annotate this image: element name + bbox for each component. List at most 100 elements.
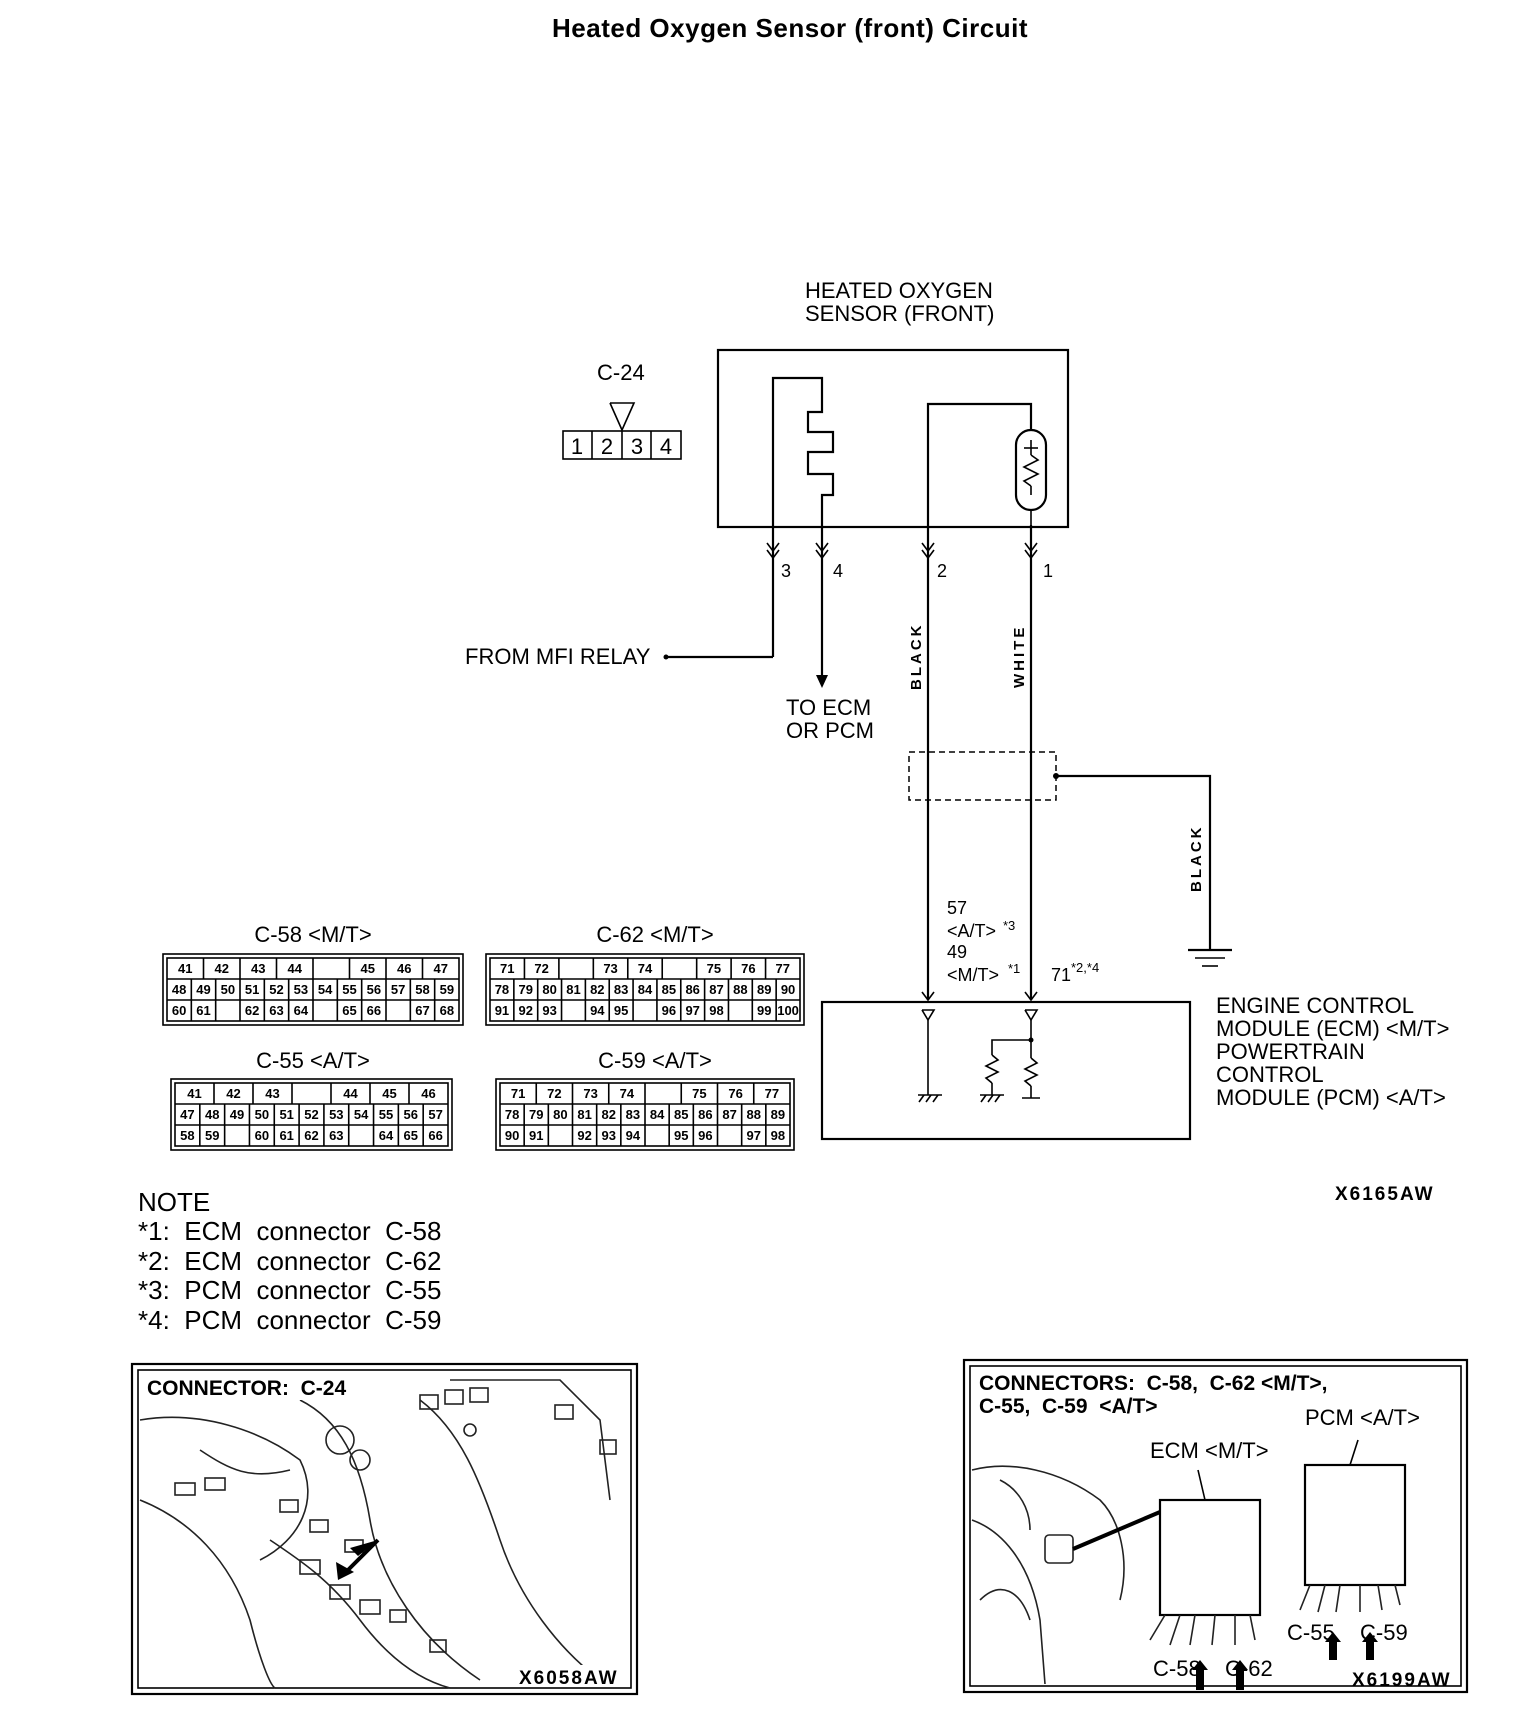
connector-pin: 81	[566, 982, 580, 997]
note-heading: NOTE	[138, 1187, 210, 1217]
connector-pin: 54	[354, 1107, 369, 1122]
connector-pin: 91	[529, 1128, 543, 1143]
pin3-label: 3	[781, 561, 791, 581]
connector-pin: 93	[542, 1003, 556, 1018]
connector-pin: 63	[329, 1128, 343, 1143]
connector-pin: 87	[709, 982, 723, 997]
c24-pin: 4	[660, 434, 672, 459]
connector-pin: 86	[698, 1107, 712, 1122]
connector-outline	[485, 953, 805, 1026]
to-ecm-line2: OR PCM	[786, 718, 874, 743]
connector-pin: 80	[542, 982, 556, 997]
connector-pin: 44	[343, 1086, 358, 1101]
sensor-label-line2: SENSOR (FRONT)	[805, 301, 994, 326]
module-label-line1: ENGINE CONTROL	[1216, 993, 1414, 1018]
connector-pin: 83	[614, 982, 628, 997]
ecm-internal-circuit	[918, 1009, 1040, 1103]
connector-pin: 95	[614, 1003, 628, 1018]
sensor-label-line1: HEATED OXYGEN	[805, 278, 993, 303]
connector-pin: 46	[421, 1086, 435, 1101]
terminal-57-sup: *3	[1003, 918, 1015, 933]
connector-pin: 73	[603, 961, 617, 976]
connector-pin: 52	[269, 982, 283, 997]
connector-pin: 45	[382, 1086, 396, 1101]
connector-pin: 51	[279, 1107, 293, 1122]
connector-pin: 90	[781, 982, 795, 997]
connector-pin: 43	[251, 961, 265, 976]
connector-pin: 66	[367, 1003, 381, 1018]
from-relay-label: FROM MFI RELAY	[465, 644, 651, 669]
ecm-pcm-box	[820, 1000, 1192, 1141]
connector-inner	[489, 957, 801, 1022]
connector-pin: 45	[361, 961, 375, 976]
oxygen-sensing-element	[926, 402, 1048, 525]
pcm-label: PCM <A/T>	[1305, 1405, 1420, 1430]
connector-pin: 88	[747, 1107, 761, 1122]
c24-pin: 1	[571, 434, 583, 459]
connector-pin: 100	[777, 1003, 799, 1018]
to-ecm-line1: TO ECM	[786, 695, 871, 720]
note-item: *1: ECM connector C-58	[138, 1216, 441, 1246]
pin4-label: 4	[833, 561, 843, 581]
connector-outline	[495, 1078, 795, 1151]
connector-pin: 47	[434, 961, 448, 976]
connector-pin: 65	[342, 1003, 356, 1018]
sensor-box	[716, 348, 1070, 529]
connector-pin: 50	[255, 1107, 269, 1122]
connector-pin: 41	[187, 1086, 201, 1101]
connector-pin: 89	[771, 1107, 785, 1122]
connector-pin: 92	[519, 1003, 533, 1018]
connector-pin: 75	[692, 1086, 706, 1101]
connector-label: C-55 <A/T>	[256, 1048, 370, 1073]
connector-pin: 92	[577, 1128, 591, 1143]
photo-right-code: X6199AW	[1352, 1670, 1452, 1691]
connector-pin: 64	[294, 1003, 309, 1018]
terminal-71: 71	[1051, 965, 1071, 985]
label-c59: C-59	[1360, 1620, 1408, 1645]
connector-pin: 67	[415, 1003, 429, 1018]
connector-pin: 78	[495, 982, 509, 997]
connector-pin: 61	[279, 1128, 293, 1143]
connector-pin: 57	[428, 1107, 442, 1122]
photo-left-code: X6058AW	[519, 1668, 619, 1689]
connector-pin: 61	[196, 1003, 210, 1018]
connector-pin: 74	[620, 1086, 635, 1101]
connector-pin: 85	[662, 982, 676, 997]
connector-pin: 47	[180, 1107, 194, 1122]
connector-pin: 56	[404, 1107, 418, 1122]
connector-pin: 55	[379, 1107, 393, 1122]
connector-pin: 98	[709, 1003, 723, 1018]
ground-wire-color: BLACK	[1188, 825, 1205, 893]
connector-pin: 55	[342, 982, 356, 997]
connector-label: C-58 <M/T>	[254, 922, 371, 947]
c24-pin: 2	[601, 434, 613, 459]
connector-pin: 76	[741, 961, 755, 976]
heater-element	[771, 376, 835, 525]
connector-pin: 71	[500, 961, 514, 976]
connector-pin: 79	[529, 1107, 543, 1122]
connector-pin: 62	[245, 1003, 259, 1018]
connector-pin: 46	[397, 961, 411, 976]
connector-pin: 53	[329, 1107, 343, 1122]
connector-pin: 48	[172, 982, 186, 997]
connector-pin: 52	[304, 1107, 318, 1122]
photo-ecm-pcm-connectors	[962, 1358, 1469, 1694]
connector-pin: 62	[304, 1128, 318, 1143]
connector-pin: 72	[534, 961, 548, 976]
note-item: *3: PCM connector C-55	[138, 1275, 441, 1305]
note-item: *2: ECM connector C-62	[138, 1246, 441, 1276]
connector-pin: 65	[404, 1128, 418, 1143]
connector-pin: 89	[757, 982, 771, 997]
pin2-label: 2	[937, 561, 947, 581]
label-c55: C-55	[1287, 1620, 1335, 1645]
connector-pin: 59	[205, 1128, 219, 1143]
connector-pin: 94	[626, 1128, 641, 1143]
c24-connector-face: 1 2 3 4	[562, 402, 682, 460]
connector-outline	[170, 1078, 453, 1151]
connector-pin: 94	[590, 1003, 605, 1018]
terminal-49: 49	[947, 942, 967, 962]
connector-pin: 87	[722, 1107, 736, 1122]
connector-pin: 51	[245, 982, 259, 997]
